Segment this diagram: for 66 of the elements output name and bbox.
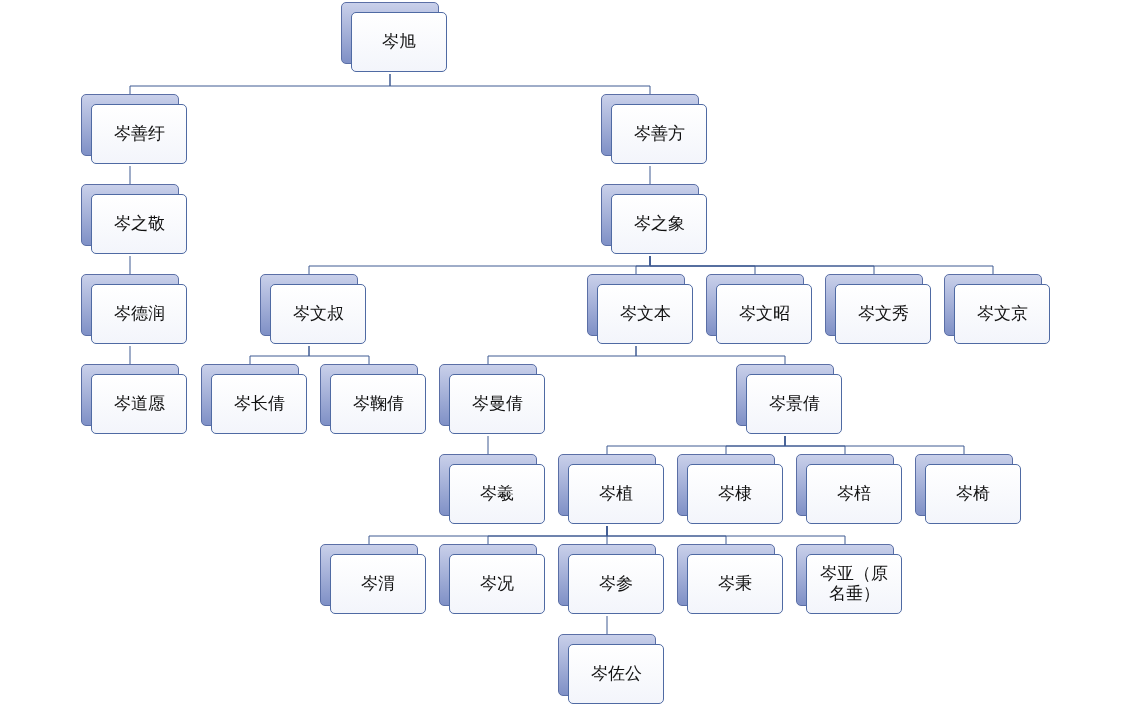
- name-card: [677, 544, 785, 616]
- name-card: [587, 274, 695, 346]
- connector-line: [649, 165, 651, 185]
- person-name: 岑况: [449, 554, 545, 614]
- connector-line: [606, 525, 846, 545]
- name-card: [558, 634, 666, 706]
- name-card: [320, 544, 428, 616]
- person-name: 岑渭: [330, 554, 426, 614]
- person-name: 岑文京: [954, 284, 1050, 344]
- person-name: 岑景倩: [746, 374, 842, 434]
- name-card: [439, 364, 547, 436]
- person-name: 岑秉: [687, 554, 783, 614]
- connector-line: [784, 435, 965, 455]
- name-card: [736, 364, 844, 436]
- name-card: [706, 274, 814, 346]
- connector-line: [129, 165, 131, 185]
- person-name: 岑善方: [611, 104, 707, 164]
- name-card: [796, 544, 904, 616]
- person-name: 岑道愿: [91, 374, 187, 434]
- name-card: [81, 274, 189, 346]
- connector-line: [389, 73, 651, 95]
- person-name: 岑文秀: [835, 284, 931, 344]
- person-name: 岑佐公: [568, 644, 664, 704]
- person-name: 岑羲: [449, 464, 545, 524]
- person-name: 岑棓: [806, 464, 902, 524]
- name-card: [601, 94, 709, 166]
- person-name: 岑曼倩: [449, 374, 545, 434]
- person-name: 岑棣: [687, 464, 783, 524]
- name-card: [825, 274, 933, 346]
- connector-line: [649, 255, 994, 275]
- name-card: [677, 454, 785, 526]
- name-card: [260, 274, 368, 346]
- connector-line: [635, 345, 786, 365]
- person-name: 岑椅: [925, 464, 1021, 524]
- person-name: 岑文昭: [716, 284, 812, 344]
- person-name: 岑亚（原名垂）: [806, 554, 902, 614]
- name-card: [81, 184, 189, 256]
- name-card: [439, 544, 547, 616]
- name-card: [341, 2, 449, 74]
- person-name: 岑文叔: [270, 284, 366, 344]
- name-card: [201, 364, 309, 436]
- person-name: 岑之象: [611, 194, 707, 254]
- connector-line: [487, 435, 489, 455]
- person-name: 岑参: [568, 554, 664, 614]
- name-card: [439, 454, 547, 526]
- person-name: 岑旭: [351, 12, 447, 72]
- name-card: [320, 364, 428, 436]
- name-card: [915, 454, 1023, 526]
- name-card: [558, 544, 666, 616]
- connector-line: [308, 345, 370, 365]
- name-card: [81, 364, 189, 436]
- name-card: [558, 454, 666, 526]
- connector-line: [129, 255, 131, 275]
- person-name: 岑鞠倩: [330, 374, 426, 434]
- person-name: 岑植: [568, 464, 664, 524]
- connector-line: [606, 615, 608, 635]
- name-card: [601, 184, 709, 256]
- person-name: 岑之敬: [91, 194, 187, 254]
- name-card: [944, 274, 1052, 346]
- name-card: [81, 94, 189, 166]
- connector-line: [129, 345, 131, 365]
- name-card: [796, 454, 904, 526]
- person-name: 岑文本: [597, 284, 693, 344]
- person-name: 岑长倩: [211, 374, 307, 434]
- person-name: 岑善纡: [91, 104, 187, 164]
- person-name: 岑德润: [91, 284, 187, 344]
